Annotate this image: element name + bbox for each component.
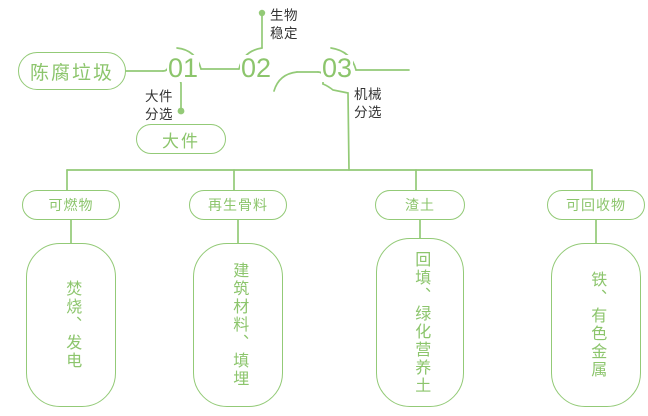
arc-step2-top — [238, 47, 263, 70]
box-destination-recycled-aggregate[interactable]: 建筑材料、填埋 — [193, 243, 283, 407]
dot-bulky — [177, 107, 185, 115]
node-start-waste[interactable]: 陈腐垃圾 — [18, 52, 126, 90]
box-destination-recyclable-text: 铁、有色金属 — [588, 271, 606, 379]
node-category-recyclable[interactable]: 可回收物 — [547, 190, 645, 220]
step-number-03[interactable]: 03 — [321, 53, 354, 83]
step-number-01[interactable]: 01 — [167, 53, 200, 83]
box-destination-recyclable[interactable]: 铁、有色金属 — [551, 243, 641, 407]
wire-step3-to-bus — [322, 83, 350, 171]
label-step-03-process: 机械 分选 — [354, 87, 382, 120]
box-destination-slag-soil[interactable]: 回填、绿化营养土 — [376, 238, 464, 407]
label-step-01-process: 大件 分选 — [145, 89, 173, 122]
box-destination-slag-soil-text: 回填、绿化营养土 — [412, 250, 430, 395]
arc-step2-bottom — [273, 71, 298, 92]
box-destination-combustible[interactable]: 焚烧、发电 — [26, 243, 116, 407]
step-number-02[interactable]: 02 — [240, 53, 273, 83]
dot-bio-label — [258, 9, 266, 17]
node-category-slag-soil[interactable]: 渣土 — [375, 190, 465, 220]
arc-step1-top — [176, 47, 202, 70]
node-category-combustible[interactable]: 可燃物 — [22, 190, 120, 220]
label-step-02-process: 生物 稳定 — [270, 8, 298, 41]
node-category-recycled-aggregate[interactable]: 再生骨料 — [189, 190, 287, 220]
box-destination-recycled-aggregate-text: 建筑材料、填埋 — [230, 262, 248, 388]
box-destination-combustible-text: 焚烧、发电 — [63, 280, 81, 370]
node-side-output-bulky[interactable]: 大件 — [136, 124, 226, 154]
